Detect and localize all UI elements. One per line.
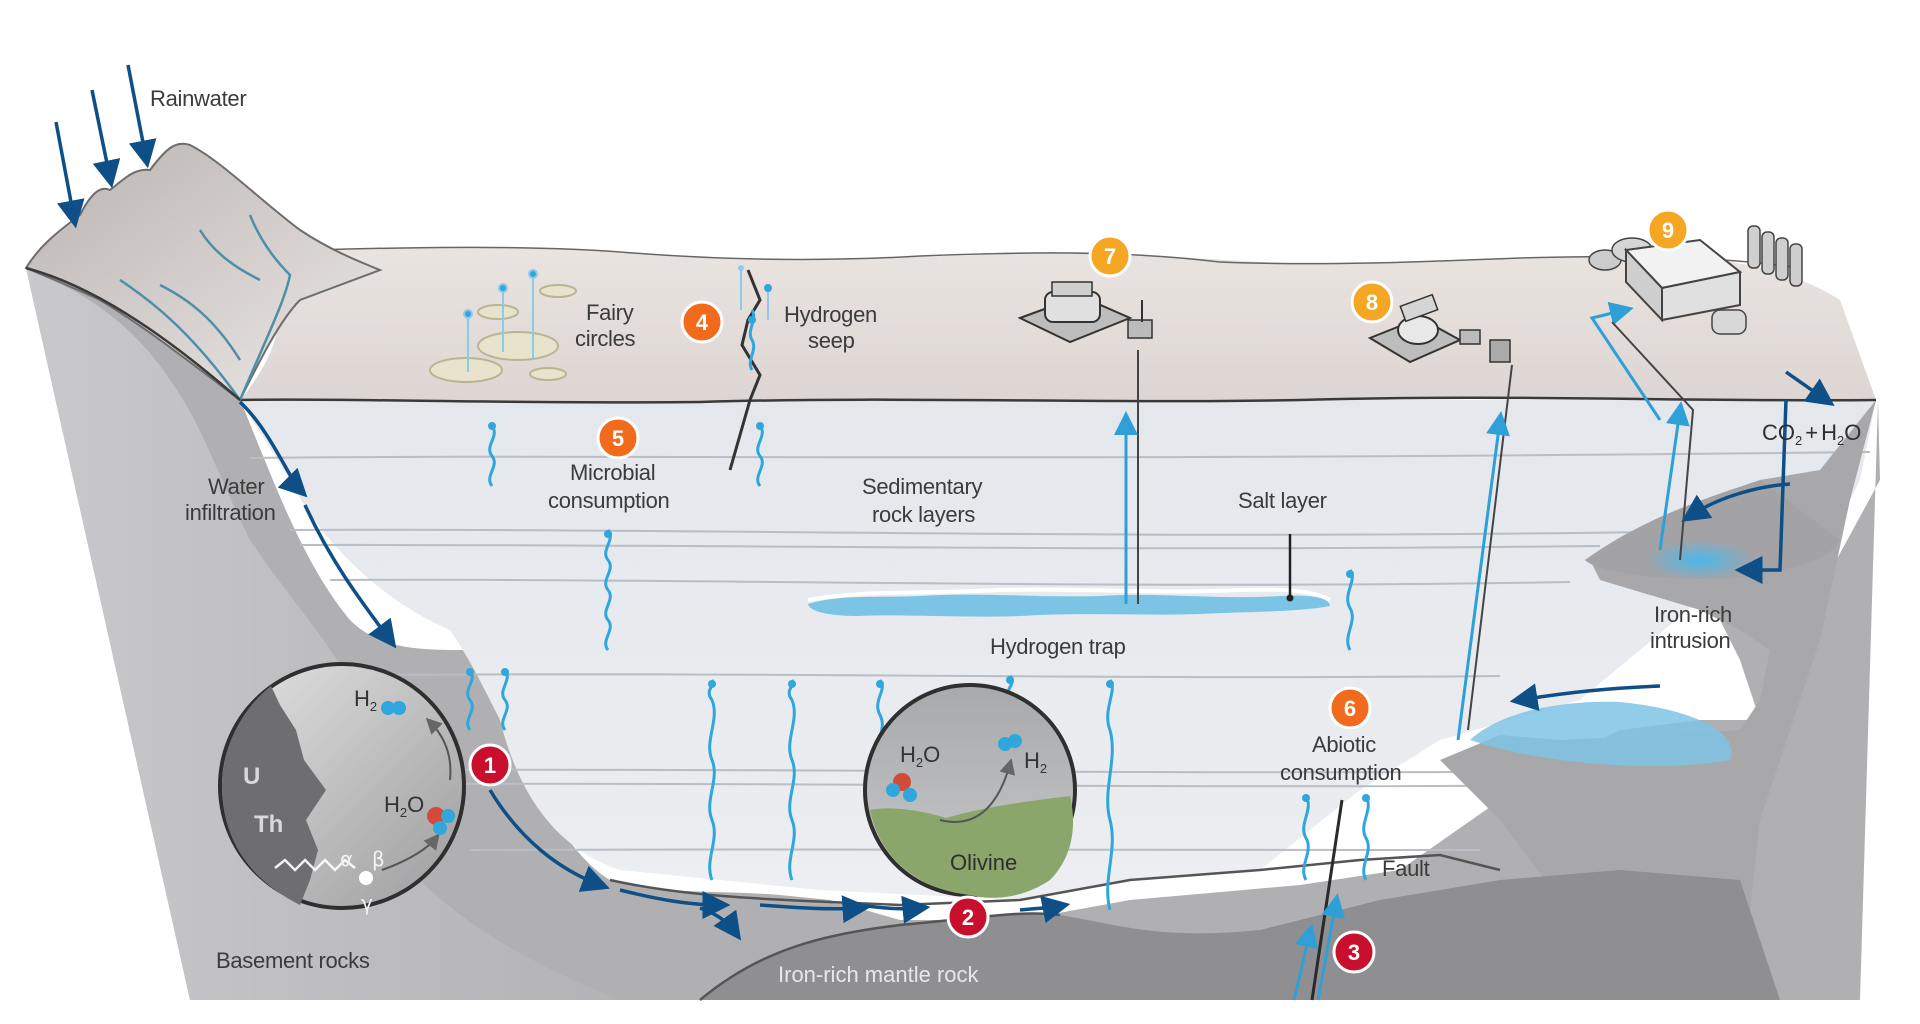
co2-h2o-label: CO2+H2O <box>1762 420 1861 448</box>
svg-text:5: 5 <box>612 426 624 451</box>
svg-text:1: 1 <box>484 753 496 778</box>
facility-9-loop <box>1509 301 1835 712</box>
fairy-circle-h2-arrows <box>463 269 538 372</box>
block-left-face <box>26 268 620 1000</box>
h2o-molecule-icon <box>427 807 455 835</box>
badge-7: 7 <box>1088 234 1132 278</box>
sedimentary-label-1: Sedimentary <box>862 474 983 499</box>
svg-text:4: 4 <box>696 310 709 335</box>
facility-9-icon <box>1588 225 1803 335</box>
svg-text:6: 6 <box>1344 696 1356 721</box>
hydrogen-seep-fracture <box>728 265 772 471</box>
microbial-h2-waves <box>488 422 764 487</box>
iron-rich-intrusion-label-1: Iron-rich <box>1654 602 1732 627</box>
svg-text:8: 8 <box>1366 290 1378 315</box>
iron-rich-mantle-rock-label: Iron-rich mantle rock <box>778 962 980 987</box>
microbial-consumption-label-1: Microbial <box>570 460 655 485</box>
fairy-circles-label-2: circles <box>575 326 636 351</box>
rainwater-label: Rainwater <box>150 86 246 111</box>
alpha-label: α <box>340 847 353 871</box>
rising-h2-waves <box>466 529 1354 911</box>
hydrogen-seep-label-1: Hydrogen <box>784 302 877 327</box>
uranium-label: U <box>243 763 260 790</box>
sedimentary-layers-face <box>240 400 1876 900</box>
h2-label-2: H2 <box>1024 748 1047 776</box>
microbial-consumption-label-2: consumption <box>548 488 669 513</box>
fault-line <box>1292 794 1370 1001</box>
iron-rich-mantle-rock <box>700 870 1780 1000</box>
water-infiltration-label-1: Water <box>208 474 264 499</box>
badge-2: 2 <box>946 895 990 939</box>
gamma-label: γ <box>361 891 373 915</box>
h2-label: H2 <box>354 686 377 714</box>
badge-6: 6 <box>1328 686 1372 730</box>
hydrogen-trap-label: Hydrogen trap <box>990 634 1126 659</box>
h2o-label-2: H2O <box>900 742 940 770</box>
hydrogen-trap-reservoir <box>808 594 1330 617</box>
basement-rock-face <box>26 268 1880 1000</box>
olivine-label: Olivine <box>950 850 1017 875</box>
svg-text:7: 7 <box>1104 244 1116 269</box>
svg-text:3: 3 <box>1348 940 1360 965</box>
radiolysis-inset: U Th α β γ H2O H2 <box>218 662 466 915</box>
badge-9: 9 <box>1646 208 1690 252</box>
rainwater-arrows <box>54 64 157 229</box>
iron-rich-intrusion-label-2: intrusion <box>1650 628 1730 653</box>
svg-text:9: 9 <box>1662 218 1674 243</box>
thorium-label: Th <box>254 811 283 838</box>
badge-4: 4 <box>680 300 724 344</box>
basement-rocks-label: Basement rocks <box>216 948 370 973</box>
badge-8: 8 <box>1350 280 1394 324</box>
facility-7-icon <box>1017 281 1153 344</box>
facility-8-icon <box>1367 293 1511 364</box>
hydrogen-seep-label-2: seep <box>808 328 855 353</box>
h2-molecule-icon <box>381 701 406 715</box>
svg-text:2: 2 <box>962 905 974 930</box>
h2o-molecule-icon-2 <box>886 773 917 802</box>
serpentinization-inset: Olivine H2O H2 <box>863 683 1077 898</box>
water-infiltration-label-2: infiltration <box>185 500 276 525</box>
fault-label: Fault <box>1382 856 1430 881</box>
sedimentary-label-2: rock layers <box>872 502 975 527</box>
mountain-streams <box>119 214 292 401</box>
mountains <box>24 142 383 402</box>
badge-3: 3 <box>1332 930 1376 974</box>
salt-layer-label: Salt layer <box>1238 488 1327 513</box>
h2o-label: H2O <box>384 792 424 820</box>
h2-molecule-icon-2 <box>998 734 1022 751</box>
beta-label: β <box>372 847 385 871</box>
wells <box>1114 350 1513 741</box>
abiotic-consumption-label-1: Abiotic <box>1312 732 1376 757</box>
badge-1: 1 <box>468 743 512 787</box>
water-infiltration-flow <box>238 400 1071 941</box>
fairy-circles <box>429 284 577 383</box>
fairy-circles-label-1: Fairy <box>586 300 634 325</box>
abiotic-consumption-label-2: consumption <box>1280 760 1401 785</box>
badge-5: 5 <box>596 416 640 460</box>
